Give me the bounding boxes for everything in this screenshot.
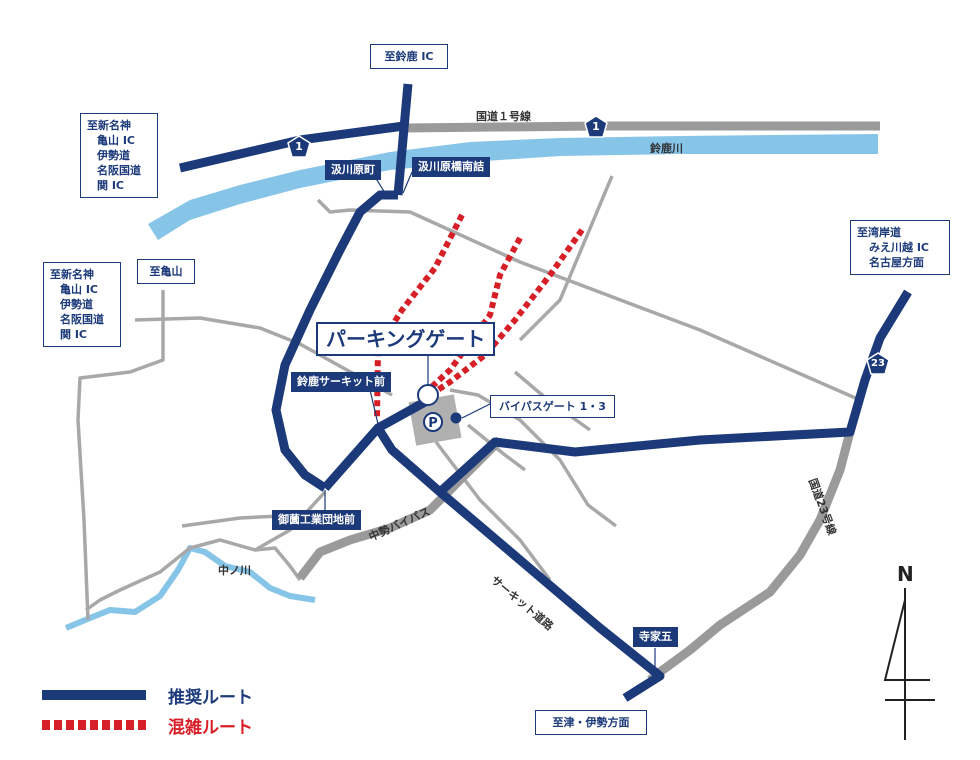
- intersection-hirokawaracho: 汲川原町: [325, 160, 381, 180]
- intersection-misono-kogyo: 御薗工業団地前: [272, 510, 361, 530]
- route1-label: 国道１号線: [476, 110, 531, 123]
- route23-road: [647, 430, 855, 684]
- legend-recommended-label: 推奨ルート: [168, 688, 253, 708]
- dest-wangan: 至湾岸道 みえ川越 IC 名古屋方面: [850, 220, 950, 275]
- congested-routes: [374, 213, 585, 421]
- compass-arrow: [883, 588, 935, 740]
- local-roads: [76, 175, 861, 621]
- legend-recommended-swatch: [42, 690, 146, 700]
- compass-north-label: N: [897, 562, 914, 586]
- nakanogawa-river: [64, 545, 316, 631]
- dest-kameyama: 至亀山: [137, 259, 195, 284]
- dest-suzuka-ic: 至鈴鹿 IC: [370, 44, 448, 69]
- nakanogawa-label: 中ノ川: [218, 564, 251, 577]
- bypass-gate-label: バイパスゲート 1・3: [490, 395, 615, 418]
- suzuka-river: [148, 134, 878, 240]
- parking-gate-label: パーキングゲート: [316, 322, 496, 356]
- legend-congested-swatch: [42, 720, 146, 730]
- intersection-terakego: 寺家五: [633, 627, 678, 647]
- parking-gate-point: [417, 384, 439, 406]
- legend-congested-label: 混雑ルート: [168, 718, 253, 738]
- dest-shinmeishin-top: 至新名神 亀山 IC 伊勢道 名阪国道 関 IC: [80, 113, 158, 198]
- parking-symbol: P: [428, 416, 438, 431]
- bypass-gate-point: [450, 412, 462, 424]
- dest-shinmeishin-mid: 至新名神 亀山 IC 伊勢道 名阪国道 関 IC: [43, 262, 121, 347]
- intersection-suzuka-circuit-mae: 鈴鹿サーキット前: [291, 372, 391, 392]
- route1-road-gray: [403, 121, 880, 133]
- route23-shield: 23: [866, 352, 890, 376]
- route1-shield-right: 1: [584, 115, 608, 139]
- intersection-hirokawara-kyonan: 汲川原橋南詰: [412, 157, 490, 177]
- parking-symbol-circle: [423, 412, 443, 432]
- dest-tsu-ise: 至津・伊勢方面: [535, 710, 647, 735]
- route1-shield-left: 1: [287, 135, 311, 159]
- suzuka-river-label: 鈴鹿川: [650, 142, 683, 155]
